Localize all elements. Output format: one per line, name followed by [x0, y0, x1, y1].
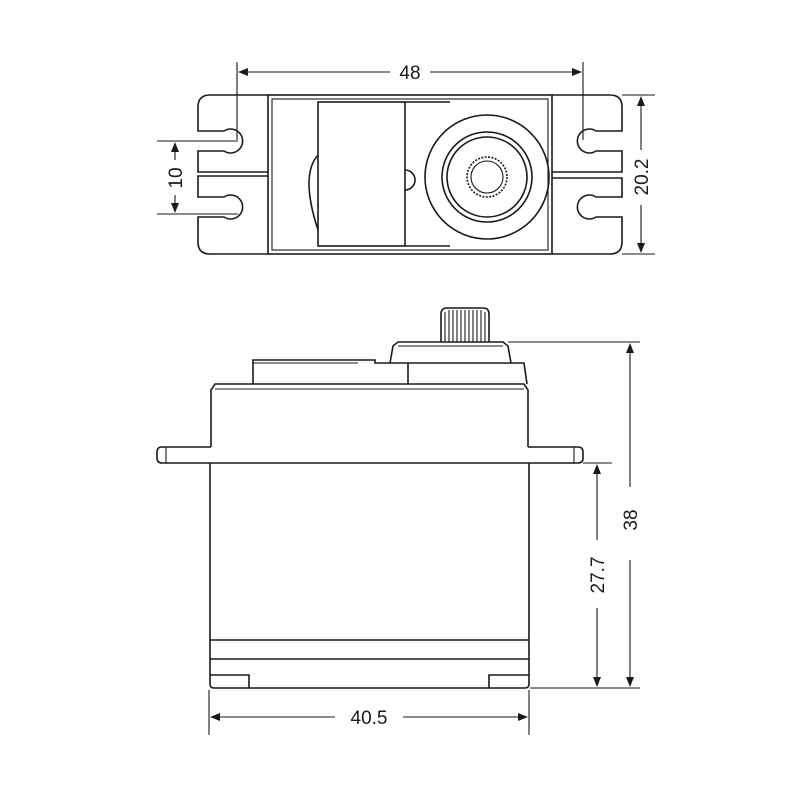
dimension-10: 10 [157, 140, 238, 215]
spline-icon [466, 156, 508, 198]
dimension-label-38: 38 [621, 509, 642, 530]
right-foot [488, 674, 529, 688]
lower-case [209, 463, 530, 689]
top-body-outline [267, 94, 553, 255]
dimension-38: 38 [508, 341, 642, 689]
dimension-27-7: 27.7 [583, 462, 612, 687]
output-spline-icon [440, 307, 490, 342]
gear-housing-outline [424, 114, 550, 240]
dimension-48: 48 [236, 60, 584, 140]
left-foot [210, 674, 250, 688]
dimension-40-5: 40.5 [208, 690, 530, 735]
gear-outer-ring [441, 131, 533, 223]
side-view: 38 27.7 40.5 [156, 307, 642, 735]
top-view: 48 10 20.2 [157, 60, 655, 255]
upper-case [210, 383, 529, 447]
top-cap [252, 359, 528, 385]
dimension-20-2: 20.2 [622, 94, 655, 255]
dimension-label-40-5: 40.5 [351, 708, 388, 729]
top-left-bump [308, 154, 319, 231]
dimension-label-48: 48 [399, 63, 420, 84]
right-mounting-ear [552, 94, 623, 255]
top-small-bump [404, 169, 416, 191]
gear-housing-top [389, 341, 512, 364]
left-mounting-ear [197, 94, 268, 255]
top-body-inner [271, 98, 549, 251]
dimension-label-10: 10 [166, 167, 187, 188]
top-cover-plate [317, 101, 406, 247]
mounting-flange [156, 446, 584, 464]
gear-inner-ring [446, 136, 528, 218]
dimension-label-20-2: 20.2 [632, 159, 653, 196]
dimension-label-27-7: 27.7 [588, 557, 609, 594]
